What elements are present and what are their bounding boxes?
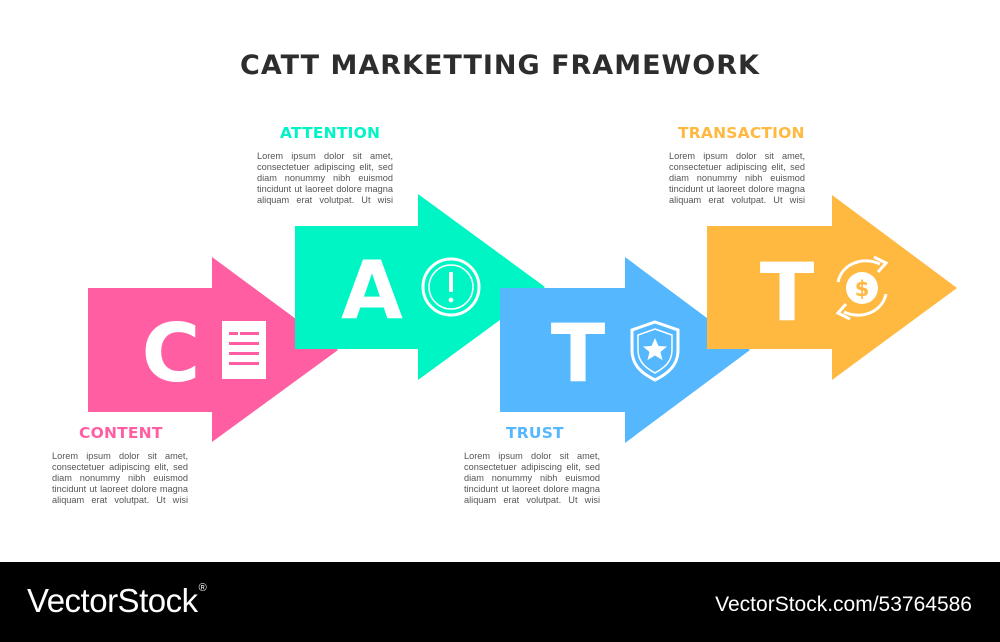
infographic-canvas: CATT MARKETTING FRAMEWORK C A <box>52 50 957 506</box>
description-trust: Lorem ipsum dolor sit amet, consectetuer… <box>464 451 600 506</box>
arrow-transaction: T $ <box>707 195 957 380</box>
description-line: diam nonummy nibh euismod <box>257 173 393 183</box>
watermark-footer: VectorStock® VectorStock.com/53764586 <box>0 562 1000 642</box>
description-line: consectetuer adipiscing elit, sed <box>669 162 805 172</box>
description-line: Lorem ipsum dolor sit amet, <box>464 451 600 461</box>
description-line: tincidunt ut laoreet dolore magna <box>669 184 805 194</box>
heading-transaction: TRANSACTION <box>678 124 805 142</box>
description-line: tincidunt ut laoreet dolore magna <box>464 484 600 494</box>
description-line: Lorem ipsum dolor sit amet, <box>52 451 188 461</box>
description-line: aliquam erat volutpat. Ut wisi <box>464 495 600 505</box>
description-line: consectetuer adipiscing elit, sed <box>464 462 600 472</box>
arrow-diagram: C A T <box>88 194 957 443</box>
heading-attention: ATTENTION <box>280 124 381 142</box>
exclamation-circle-icon <box>421 257 481 317</box>
arrow-letter-attention: A <box>341 244 403 337</box>
vectorstock-logo: VectorStock® <box>27 582 207 620</box>
description-line: consectetuer adipiscing elit, sed <box>52 462 188 472</box>
arrow-letter-content: C <box>142 307 201 400</box>
arrow-attention: A <box>295 194 545 380</box>
registered-mark: ® <box>198 582 207 594</box>
arrow-letter-trust: T <box>551 307 606 400</box>
description-line: Lorem ipsum dolor sit amet, <box>669 151 805 161</box>
description-line: diam nonummy nibh euismod <box>669 173 805 183</box>
description-line: aliquam erat volutpat. Ut wisi <box>669 195 805 205</box>
description-line: aliquam erat volutpat. Ut wisi <box>257 195 393 205</box>
description-line: tincidunt ut laoreet dolore magna <box>257 184 393 194</box>
svg-text:$: $ <box>855 277 870 301</box>
arrow-letter-transaction: T <box>760 246 815 339</box>
description-line: diam nonummy nibh euismod <box>52 473 188 483</box>
shield-star-icon <box>630 320 680 382</box>
stock-id: VectorStock.com/53764586 <box>715 593 972 616</box>
page-title: CATT MARKETTING FRAMEWORK <box>240 50 760 81</box>
heading-content: CONTENT <box>79 424 163 442</box>
description-attention: Lorem ipsum dolor sit amet, consectetuer… <box>257 151 393 206</box>
heading-trust: TRUST <box>506 424 564 442</box>
description-line: tincidunt ut laoreet dolore magna <box>52 484 188 494</box>
description-line: Lorem ipsum dolor sit amet, <box>257 151 393 161</box>
description-line: diam nonummy nibh euismod <box>464 473 600 483</box>
description-transaction: Lorem ipsum dolor sit amet, consectetuer… <box>669 151 805 206</box>
description-line: consectetuer adipiscing elit, sed <box>257 162 393 172</box>
dollar-exchange-icon: $ <box>835 255 889 321</box>
description-line: aliquam erat volutpat. Ut wisi <box>52 495 188 505</box>
description-content: Lorem ipsum dolor sit amet, consectetuer… <box>52 451 188 506</box>
arrow-content: C <box>88 257 338 442</box>
brand-name: VectorStock <box>27 582 198 619</box>
document-icon <box>222 321 266 379</box>
arrow-trust: T <box>500 257 750 443</box>
